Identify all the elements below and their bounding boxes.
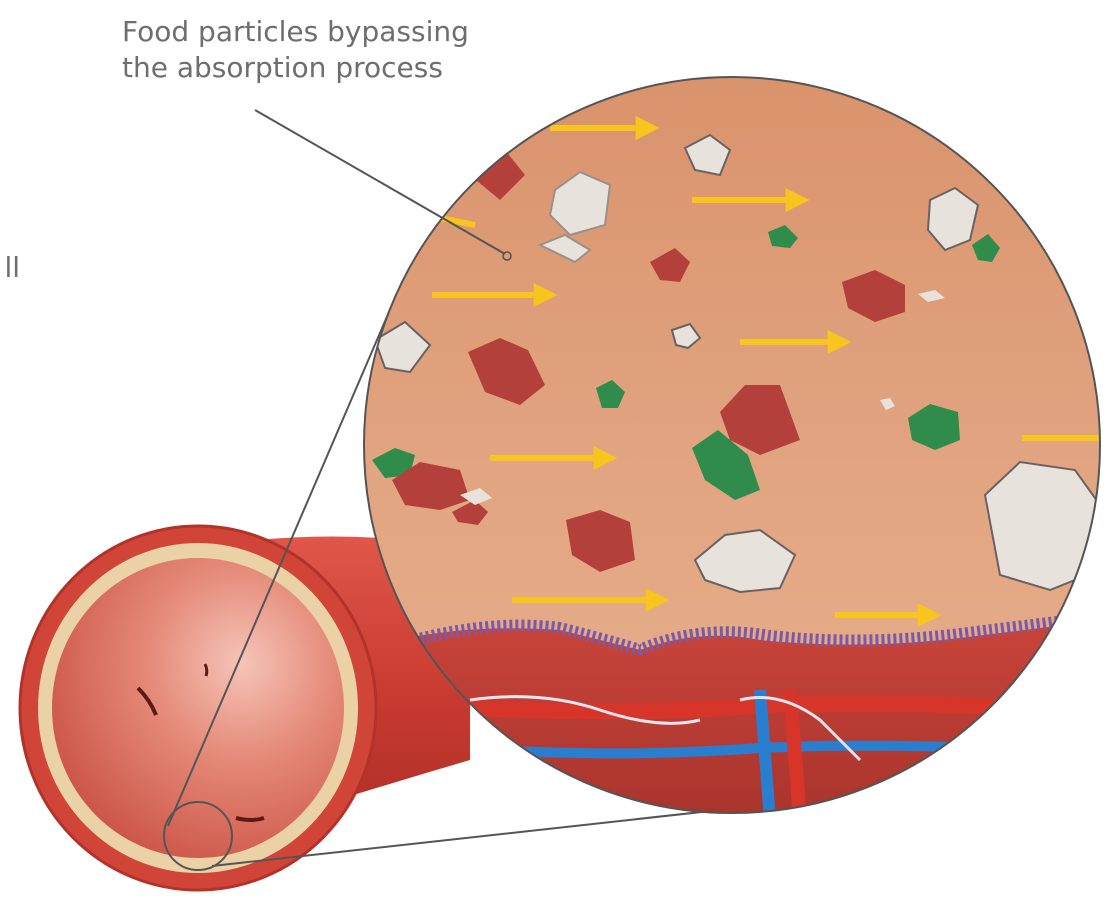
food-particle: [985, 462, 1100, 590]
artery: [790, 690, 800, 820]
cropped-edge-label: ll: [0, 250, 20, 290]
callout-leader-line: [255, 110, 505, 254]
lining-lesion: [205, 664, 207, 676]
tissue-layer: [360, 620, 1105, 820]
callout-line-1: Food particles bypassing: [122, 14, 542, 50]
callout-label: Food particles bypassing the absorption …: [122, 14, 542, 86]
magnified-view: [360, 75, 1110, 820]
lining-lesion: [236, 818, 264, 820]
intestine-inner-lining: [52, 558, 344, 858]
cropped-edge-text: ll: [4, 250, 20, 286]
callout-line-2: the absorption process: [122, 50, 542, 86]
